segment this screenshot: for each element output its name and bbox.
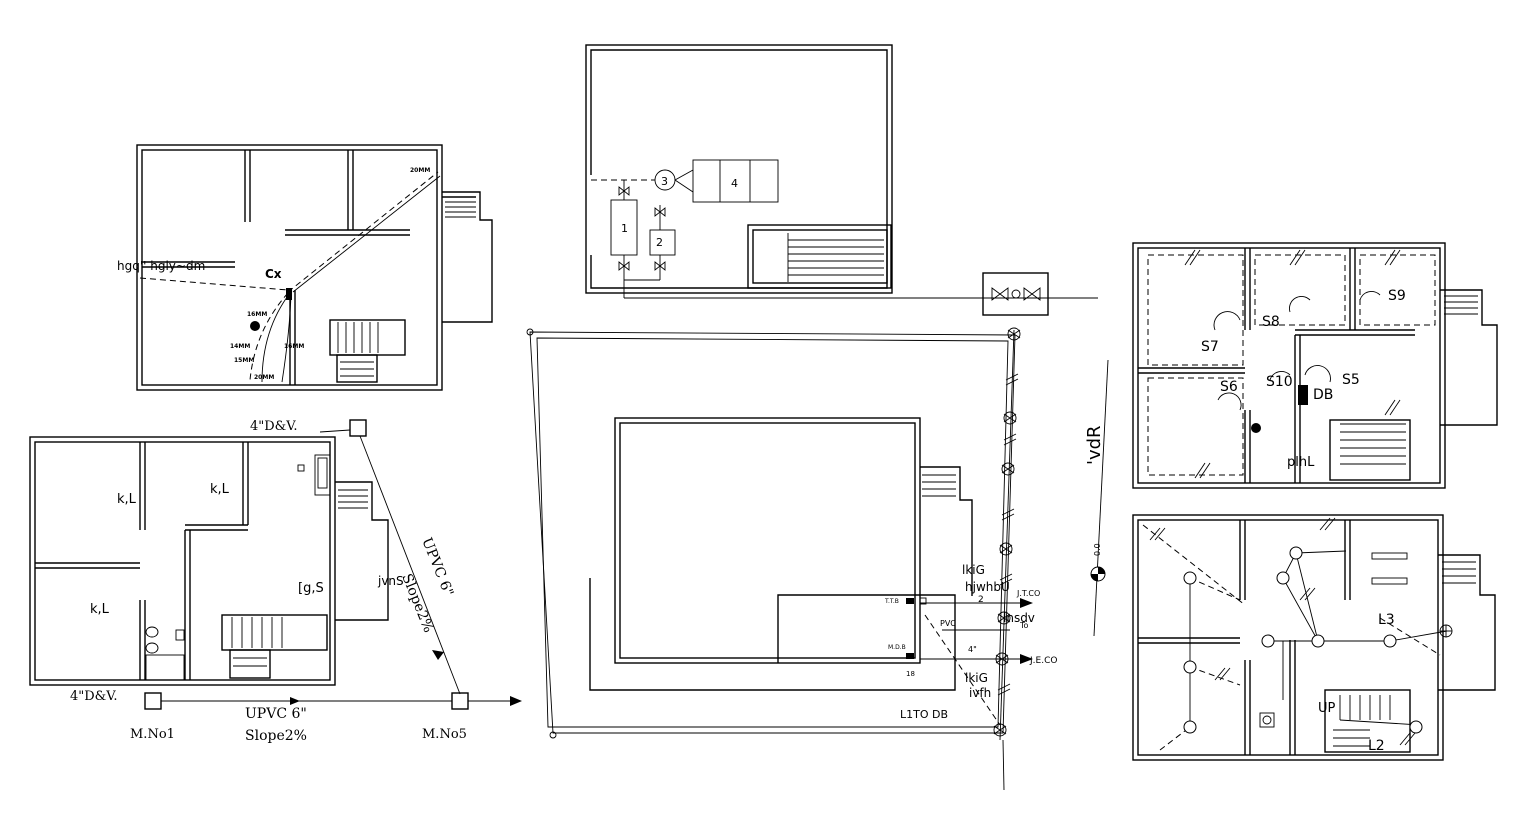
light-label: L2: [1368, 738, 1385, 754]
switch-label: S8: [1262, 314, 1280, 330]
sewer-room-label: k,L: [117, 492, 137, 507]
site-level-label: 0.0: [1093, 543, 1102, 556]
sewer-pipe-label: UPVC 6": [245, 706, 307, 722]
sewer-pipe-label: UPVC 6": [418, 536, 456, 599]
sewer-room-label: k,L: [210, 482, 230, 497]
site-size-label: 4": [968, 645, 977, 654]
switch-room-label: plhL: [1287, 455, 1315, 470]
pump-equipment-label: 3: [661, 175, 668, 188]
gas-size-label: 20MM: [254, 374, 274, 381]
gas-size-label: 15MM: [234, 357, 254, 364]
site-jeco-label: J.E.CO: [1029, 656, 1057, 666]
manhole-label: M.No1: [130, 727, 175, 742]
site-note: 2: [978, 595, 984, 605]
switch-db-label: DB: [1313, 387, 1333, 403]
site-pvc-label: PVC: [940, 619, 956, 628]
gas-size-label: 16MM: [284, 343, 304, 350]
lighting-layout-plan: L2 L3 UP: [1132, 514, 1496, 761]
sewer-pipe-label: Slope2%: [245, 728, 307, 744]
gas-size-label: 20MM: [410, 167, 430, 174]
sewer-layout-plan: 4"D&V. 4"D&V. k,L k,L k,L [g,S jvnS UPVC…: [29, 419, 522, 744]
pump-equipment-label: 1: [621, 222, 628, 235]
sewer-dv-label: 4"D&V.: [70, 689, 118, 704]
site-note: hjwhbU: [965, 580, 1010, 594]
site-plan: T.T.B M.D.B PVC 4" J.T.CO J.E.CO lkiG hj…: [526, 327, 1109, 791]
site-mdb-label: M.D.B: [888, 644, 906, 651]
switch-label: S5: [1342, 372, 1360, 388]
site-note: lnsdv: [1003, 611, 1035, 625]
light-label: L3: [1378, 612, 1395, 628]
gas-layout-plan: 20MM 16MM 14MM 16MM 15MM 20MM hgq'' hgly…: [117, 144, 493, 391]
switch-label: S7: [1201, 339, 1219, 355]
switch-label: S10: [1266, 374, 1293, 390]
switch-label: S9: [1388, 288, 1406, 304]
pump-room-plan: 1 2 3 4: [585, 44, 1098, 316]
switch-layout-plan: S5 S6 S7 S8 S9 S10 DB plhL: [1132, 242, 1498, 489]
manhole-label: M.No5: [422, 727, 467, 742]
gas-size-label: 14MM: [230, 343, 250, 350]
site-db-label: L1TO DB: [900, 708, 948, 721]
site-road-label: 'vdR: [1084, 425, 1105, 465]
switch-label: S6: [1220, 379, 1238, 395]
pump-equipment-label: 2: [656, 236, 663, 249]
gas-size-label: 16MM: [247, 311, 267, 318]
sewer-pipe-label: Slope2%: [398, 572, 436, 635]
site-note: ivfh: [969, 686, 991, 700]
site-note: lkiG: [962, 563, 985, 577]
site-note: lkiG: [965, 671, 988, 685]
pump-equipment-label: 4: [731, 177, 738, 190]
site-note: 18: [906, 670, 915, 678]
sewer-room-label: [g,S: [298, 581, 324, 596]
site-jtco-label: J.T.CO: [1016, 589, 1040, 598]
gas-cx-label: Cx: [265, 267, 282, 281]
sewer-room-label: k,L: [90, 602, 110, 617]
sewer-dv-label: 4"D&V.: [250, 419, 298, 434]
site-note: To: [1019, 621, 1029, 630]
gas-room-label: hgq'' hgly~dm: [117, 259, 205, 273]
light-label: UP: [1318, 701, 1336, 716]
site-ttb-label: T.T.B: [884, 598, 899, 605]
sewer-room-label: jvnS: [377, 574, 404, 588]
